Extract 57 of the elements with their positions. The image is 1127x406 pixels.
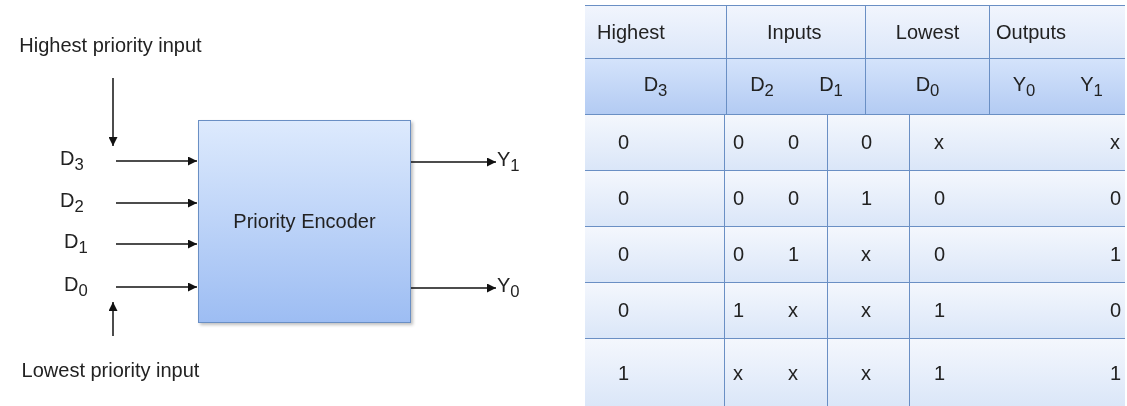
arrow [108, 301, 118, 337]
header-cell: D$_{0}$ [866, 59, 990, 114]
header-cell: Y$_{1}$ [1058, 59, 1125, 114]
header-cell: D$_{3}$ [585, 59, 727, 114]
table-cell: 0 [1000, 283, 1125, 338]
header-cell: Lowest [866, 6, 990, 58]
input-label: D$_{0}$ [64, 272, 116, 302]
table-cell: 0 [585, 115, 725, 170]
arrow [115, 282, 198, 292]
table-cell: 0 [778, 115, 828, 170]
table-cell: 0 [585, 283, 725, 338]
table-cell: 1 [725, 283, 778, 338]
header-cell: D$_{1}$ [797, 59, 866, 114]
table-cell: x [778, 339, 828, 406]
input-label: D$_{2}$ [60, 188, 116, 218]
table-cell: 1 [910, 339, 1000, 406]
table-cell: 0 [725, 115, 778, 170]
annotation-text: Lowest priority input [8, 338, 213, 402]
table-cell: x [1000, 115, 1125, 170]
arrow [410, 157, 497, 167]
header-cell: Y$_{0}$ [990, 59, 1058, 114]
table-cell: x [828, 227, 910, 282]
arrow [108, 77, 118, 147]
annotation-text: Highest priority input [8, 14, 213, 76]
table-cell: 1 [828, 171, 910, 226]
output-label: Y$_{1}$ [497, 147, 537, 177]
table-cell: 1 [778, 227, 828, 282]
table-cell: 0 [725, 227, 778, 282]
table-cell: 0 [828, 115, 910, 170]
table-cell: 1 [910, 283, 1000, 338]
input-label: D$_{1}$ [64, 229, 116, 259]
table-cell: 0 [778, 171, 828, 226]
table-cell: x [725, 339, 778, 406]
table-cell: x [910, 115, 1000, 170]
output-label: Y$_{0}$ [497, 273, 537, 303]
header-cell: Highest [585, 6, 727, 58]
header-cell: Inputs [727, 6, 866, 58]
table-cell: 0 [725, 171, 778, 226]
table-cell: 1 [585, 339, 725, 406]
table-cell: 0 [585, 171, 725, 226]
table-cell: 1 [1000, 339, 1125, 406]
arrow [115, 198, 198, 208]
arrow [410, 283, 497, 293]
arrow [115, 239, 198, 249]
header-cell: Outputs [990, 6, 1125, 58]
table-cell: x [828, 283, 910, 338]
table-cell: 1 [1000, 227, 1125, 282]
header-cell: D$_{2}$ [727, 59, 797, 114]
input-label: D$_{3}$ [60, 146, 116, 176]
arrow [115, 156, 198, 166]
table-cell: 0 [910, 227, 1000, 282]
table-cell: x [828, 339, 910, 406]
table-cell: 0 [1000, 171, 1125, 226]
encoder-block: Priority Encoder [198, 120, 411, 323]
table-cell: 0 [910, 171, 1000, 226]
table-cell: x [778, 283, 828, 338]
table-cell: 0 [585, 227, 725, 282]
